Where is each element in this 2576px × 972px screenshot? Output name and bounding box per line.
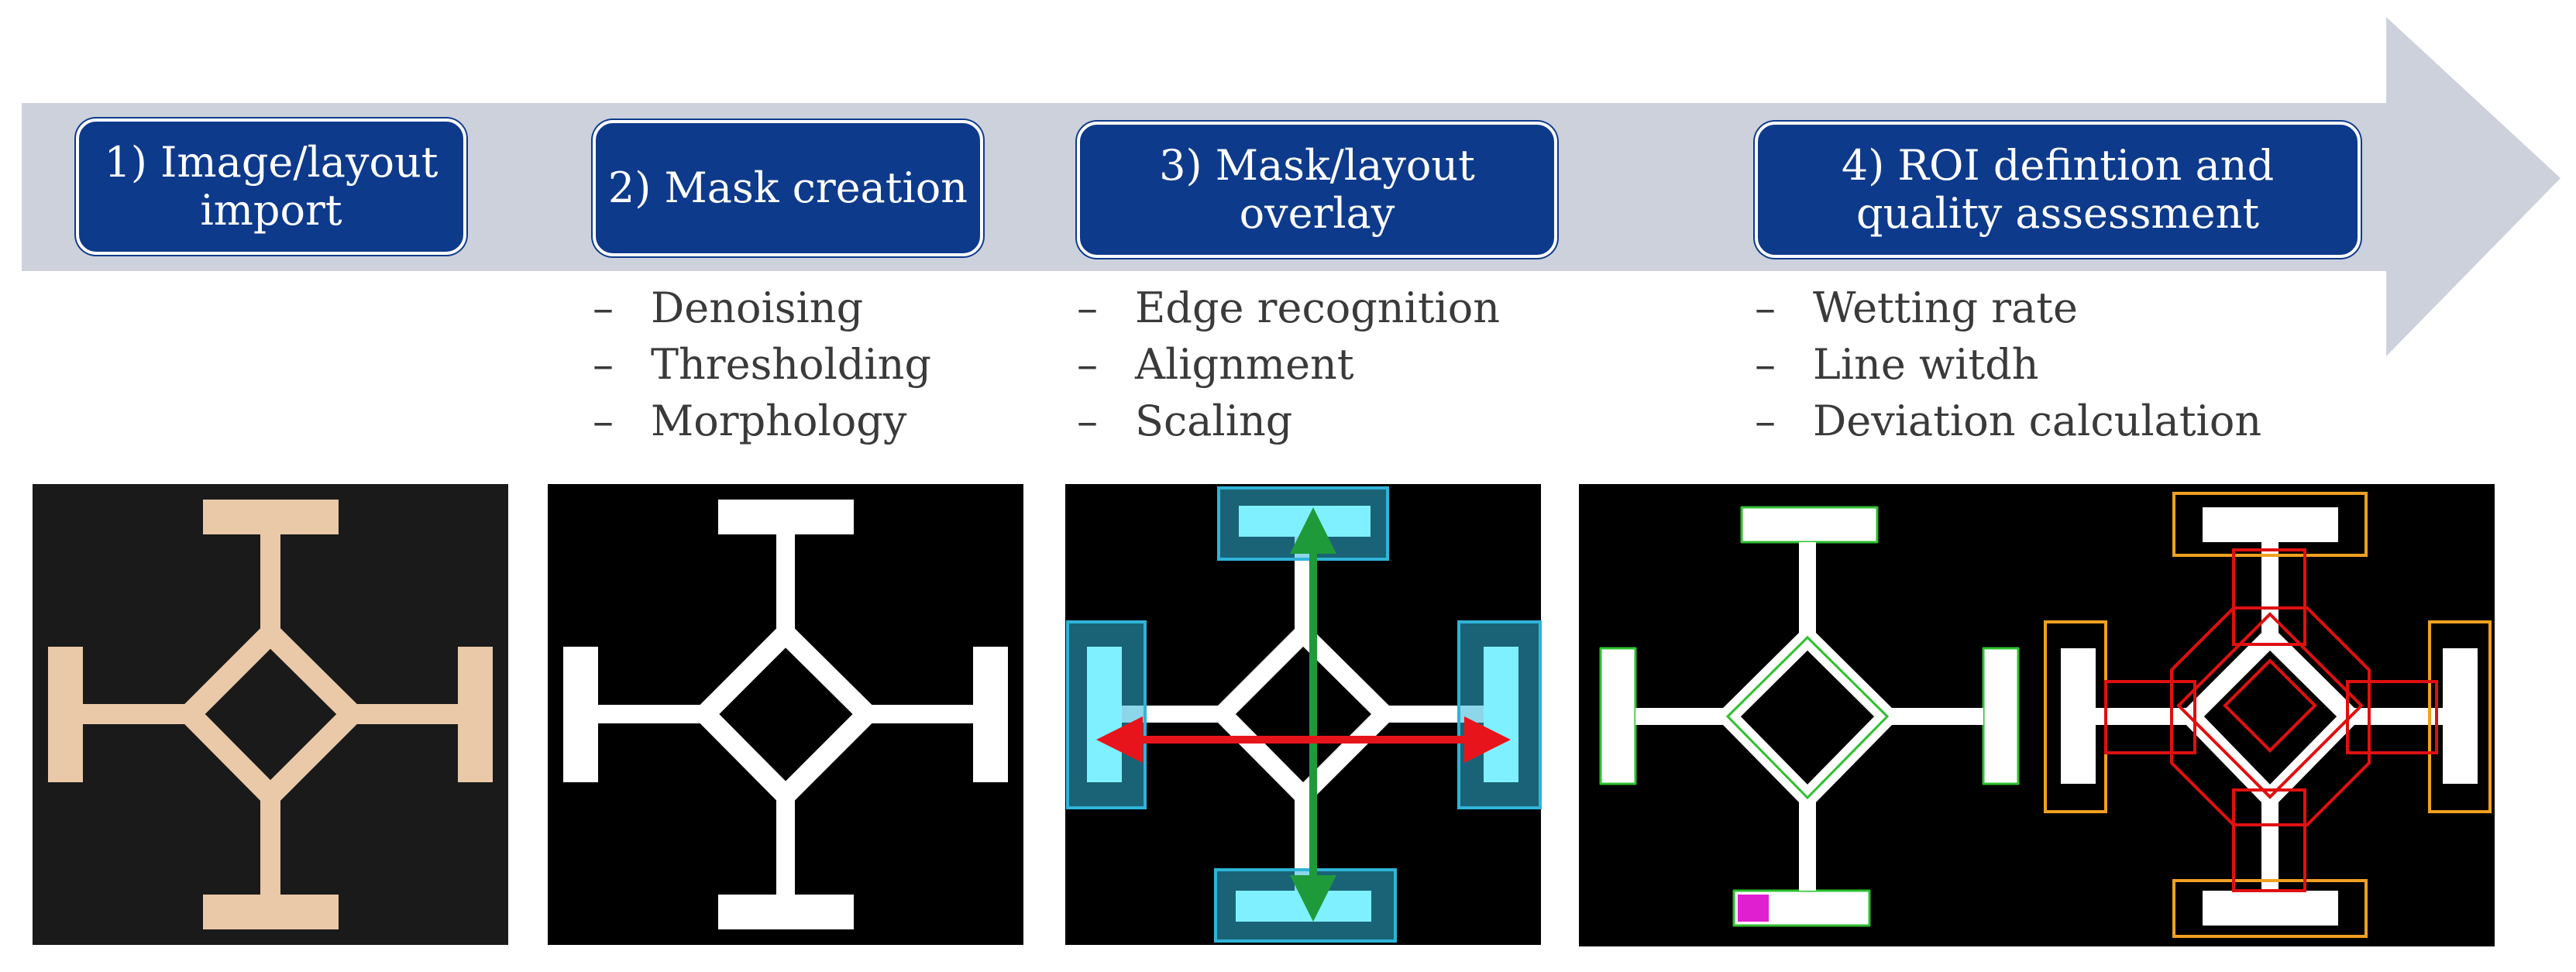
deviation-marker (1738, 895, 1769, 922)
step-3-line1: 3) Mask/layout (1159, 141, 1475, 190)
step-1-box: 1) Image/layout import (76, 118, 466, 255)
overlay-image (1065, 484, 1542, 945)
inner-roi-boxes (2104, 548, 2438, 892)
image-import-photo (33, 484, 508, 945)
bullet-item: –Wetting rate (1755, 283, 2078, 332)
roi-left-pattern (1599, 506, 2020, 927)
step-2-line1: 2) Mask creation (607, 163, 968, 212)
overlay-bullets: –Edge recognition –Alignment –Scaling (1077, 280, 1500, 449)
bullet-item: –Denoising (593, 283, 864, 332)
step-3-line2: overlay (1239, 189, 1395, 238)
bullet-item: –Edge recognition (1077, 283, 1501, 332)
step-4-line1: 4) ROI defintion and (1841, 141, 2275, 190)
mask-creation-bullets: –Denoising –Thresholding –Morphology (593, 280, 931, 449)
bullet-item: –Morphology (593, 397, 907, 445)
roi-bullets: –Wetting rate –Line witdh –Deviation cal… (1755, 280, 2261, 449)
roi-assessment-image (1579, 484, 2495, 946)
step-3-box: 3) Mask/layout overlay (1077, 122, 1557, 258)
step-1-line1: 1) Image/layout (104, 138, 439, 187)
bullet-item: –Deviation calculation (1755, 397, 2262, 445)
bullet-item: –Alignment (1077, 340, 1354, 389)
step-4-box: 4) ROI defintion and quality assessment (1755, 122, 2361, 258)
outer-roi-boxes (2044, 492, 2492, 938)
step-4-line2: quality assessment (1855, 189, 2260, 238)
mask-image (548, 484, 1023, 945)
roi-right-pattern (2044, 492, 2492, 938)
bullet-item: –Line witdh (1755, 340, 2039, 389)
step-2-box: 2) Mask creation (593, 120, 983, 256)
bullet-item: –Thresholding (593, 340, 932, 389)
bullet-item: –Scaling (1077, 397, 1293, 445)
step-1-line2: import (200, 186, 342, 235)
